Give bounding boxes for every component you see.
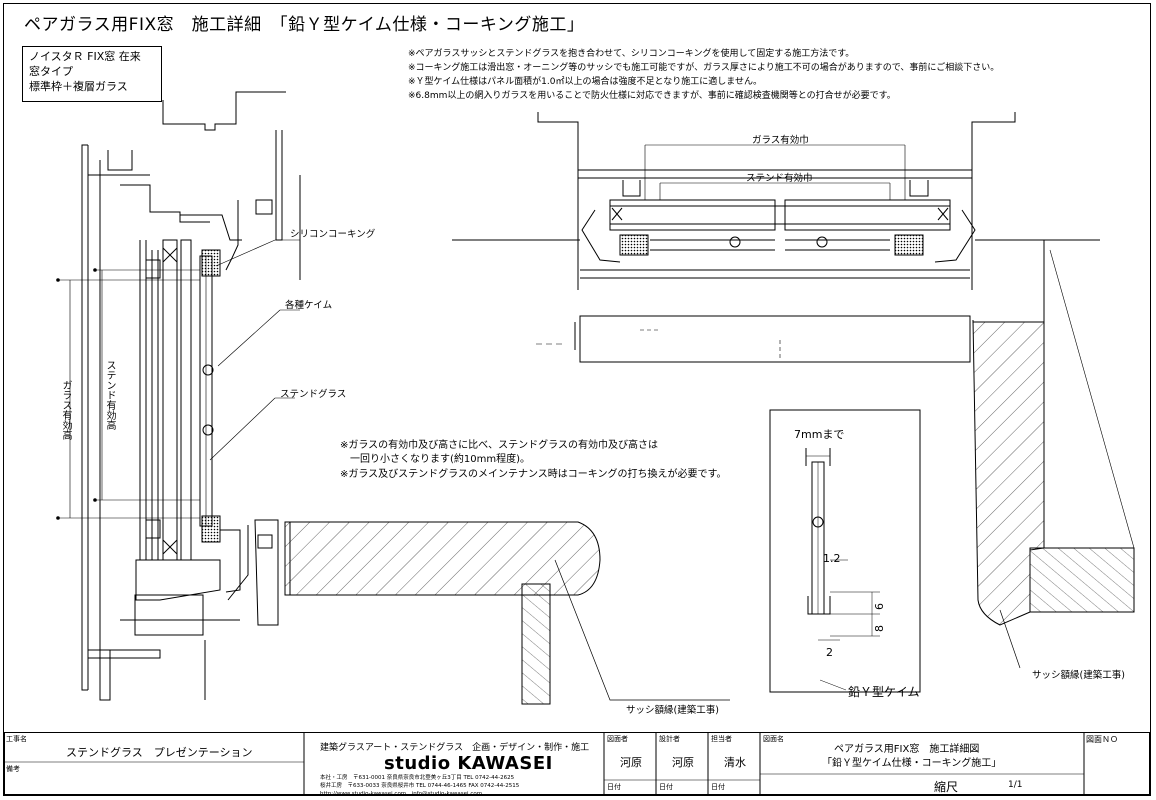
- company-tagline: 建築グラスアート・ステンドグラス 企画・デザイン・制作・施工: [320, 743, 590, 753]
- mid-note-line: 一回り小さくなります(約10mm程度)。: [340, 454, 531, 465]
- spec-line: ノイスタＲ FIX窓 在来: [29, 50, 141, 63]
- spec-box: ノイスタＲ FIX窓 在来 窓タイプ 標準枠＋複層ガラス: [22, 46, 162, 102]
- note-line: ※ペアガラスサッシとステンドグラスを抱き合わせて、シリコンコーキングを使用して固…: [408, 49, 855, 59]
- label-silicone: シリコンコーキング: [290, 229, 376, 240]
- sill-board: [284, 521, 730, 705]
- top-dimension-lines: [536, 144, 906, 360]
- company-address: 本社・工房 〒631-0001 奈良県奈良市北登美ヶ丘3丁目 TEL 0742-…: [320, 775, 515, 781]
- date-label: 日付: [607, 783, 621, 791]
- scale-value: 1/1: [1008, 780, 1023, 790]
- drawing-frame: [3, 3, 1151, 796]
- date-label: 日付: [659, 783, 673, 791]
- title-block-grid: [4, 732, 1150, 795]
- drafter-label: 図面者: [607, 735, 628, 743]
- y-came-detail: [769, 409, 921, 693]
- label-stained-effective-height: ステンド有効高: [104, 360, 115, 430]
- label-stained-effective-width: ステンド有効巾: [746, 173, 813, 184]
- right-frame-section: [972, 240, 1135, 669]
- note-line: ※Ｙ型ケイム仕様はパネル面積が1.0㎡以上の場合は強度不足となり施工に適しません…: [408, 77, 762, 87]
- title-block: 工事名 ステンドグラス プレゼンテーション 備考 建築グラスアート・ステンドグラ…: [4, 732, 1150, 797]
- label-dim-6: 6: [873, 603, 886, 610]
- label-glass-effective-width: ガラス有効巾: [752, 135, 809, 146]
- label-came: 各種ケイム: [285, 300, 333, 311]
- checker-value: 清水: [724, 756, 746, 769]
- company-address: http://www.studio-kawasei.com info@studi…: [320, 791, 483, 797]
- left-vertical-section: [81, 91, 301, 701]
- designer-label: 設計者: [659, 735, 680, 743]
- project-label: 工事名: [6, 735, 27, 743]
- left-dimension-lines: [56, 239, 300, 520]
- label-7mm: 7mmまで: [794, 428, 845, 441]
- designer-value: 河原: [672, 756, 694, 769]
- page-title: ペアガラス用FIX窓 施工詳細 「鉛Ｙ型ケイム仕様・コーキング施工」: [24, 15, 585, 35]
- label-dim-2: 2: [826, 646, 833, 659]
- label-dim-8: 8: [873, 625, 886, 632]
- drawing-title: ペアガラス用FIX窓 施工詳細図: [834, 744, 980, 755]
- top-horizontal-section: [452, 112, 1100, 363]
- drawing-no-label: 図面ＮＯ: [1086, 735, 1118, 744]
- checker-label: 担当者: [711, 735, 732, 743]
- drawing-title: 「鉛Ｙ型ケイム仕様・コーキング施工」: [822, 758, 1002, 769]
- note-line: ※6.8mm以上の網入りガラスを用いることで防火仕様に対応できますが、事前に確認…: [408, 91, 896, 101]
- label-stained-glass: ステンドグラス: [280, 389, 347, 400]
- label-glass-effective-height: ガラス有効高: [60, 380, 71, 440]
- company-address: 桜井工房 〒633-0033 奈良県桜井市 TEL 0744-46-1465 F…: [320, 783, 520, 789]
- drafter-value: 河原: [620, 756, 642, 769]
- label-sash-trim: サッシ額縁(建築工事): [626, 705, 719, 716]
- project-value: ステンドグラス プレゼンテーション: [66, 746, 253, 759]
- mid-note-line: ※ガラスの有効巾及び高さに比べ、ステンドグラスの有効巾及び高さは: [340, 440, 658, 451]
- label-y-came: 鉛Ｙ型ケイム: [848, 685, 920, 699]
- note-line: ※コーキング施工は滑出窓・オーニング等のサッシでも施工可能ですが、ガラス厚さによ…: [408, 63, 1000, 73]
- date-label: 日付: [711, 783, 725, 791]
- company-name: studio KAWASEI: [384, 753, 553, 774]
- drawing-title-label: 図面名: [763, 735, 784, 743]
- mid-note-line: ※ガラス及びステンドグラスのメインテナンス時はコーキングの打ち換えが必要です。: [340, 469, 727, 480]
- label-sash-trim: サッシ額縁(建築工事): [1032, 670, 1125, 681]
- scale-label: 縮尺: [934, 780, 959, 794]
- spec-line: 標準枠＋複層ガラス: [29, 80, 128, 93]
- label-dim-1-2: 1.2: [823, 552, 841, 565]
- remarks-label: 備考: [6, 765, 20, 773]
- spec-line: 窓タイプ: [29, 65, 73, 78]
